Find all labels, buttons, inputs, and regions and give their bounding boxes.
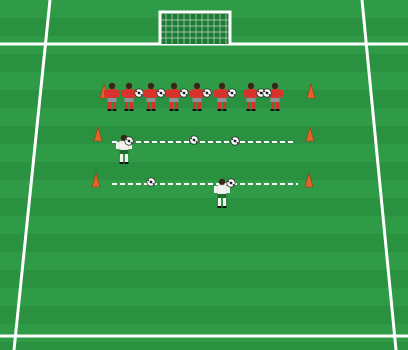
soccer-ball-icon <box>228 89 236 97</box>
soccer-ball-icon <box>147 178 155 186</box>
soccer-ball-icon <box>231 137 239 145</box>
soccer-ball-icon <box>263 89 271 97</box>
soccer-ball-icon <box>125 137 133 145</box>
soccer-ball-icon <box>135 89 143 97</box>
soccer-ball-icon <box>180 89 188 97</box>
soccer-ball-icon <box>190 136 198 144</box>
soccer-ball-icon <box>227 179 235 187</box>
soccer-ball-icon <box>203 89 211 97</box>
goal-icon <box>160 12 230 45</box>
soccer-ball-icon <box>157 89 165 97</box>
